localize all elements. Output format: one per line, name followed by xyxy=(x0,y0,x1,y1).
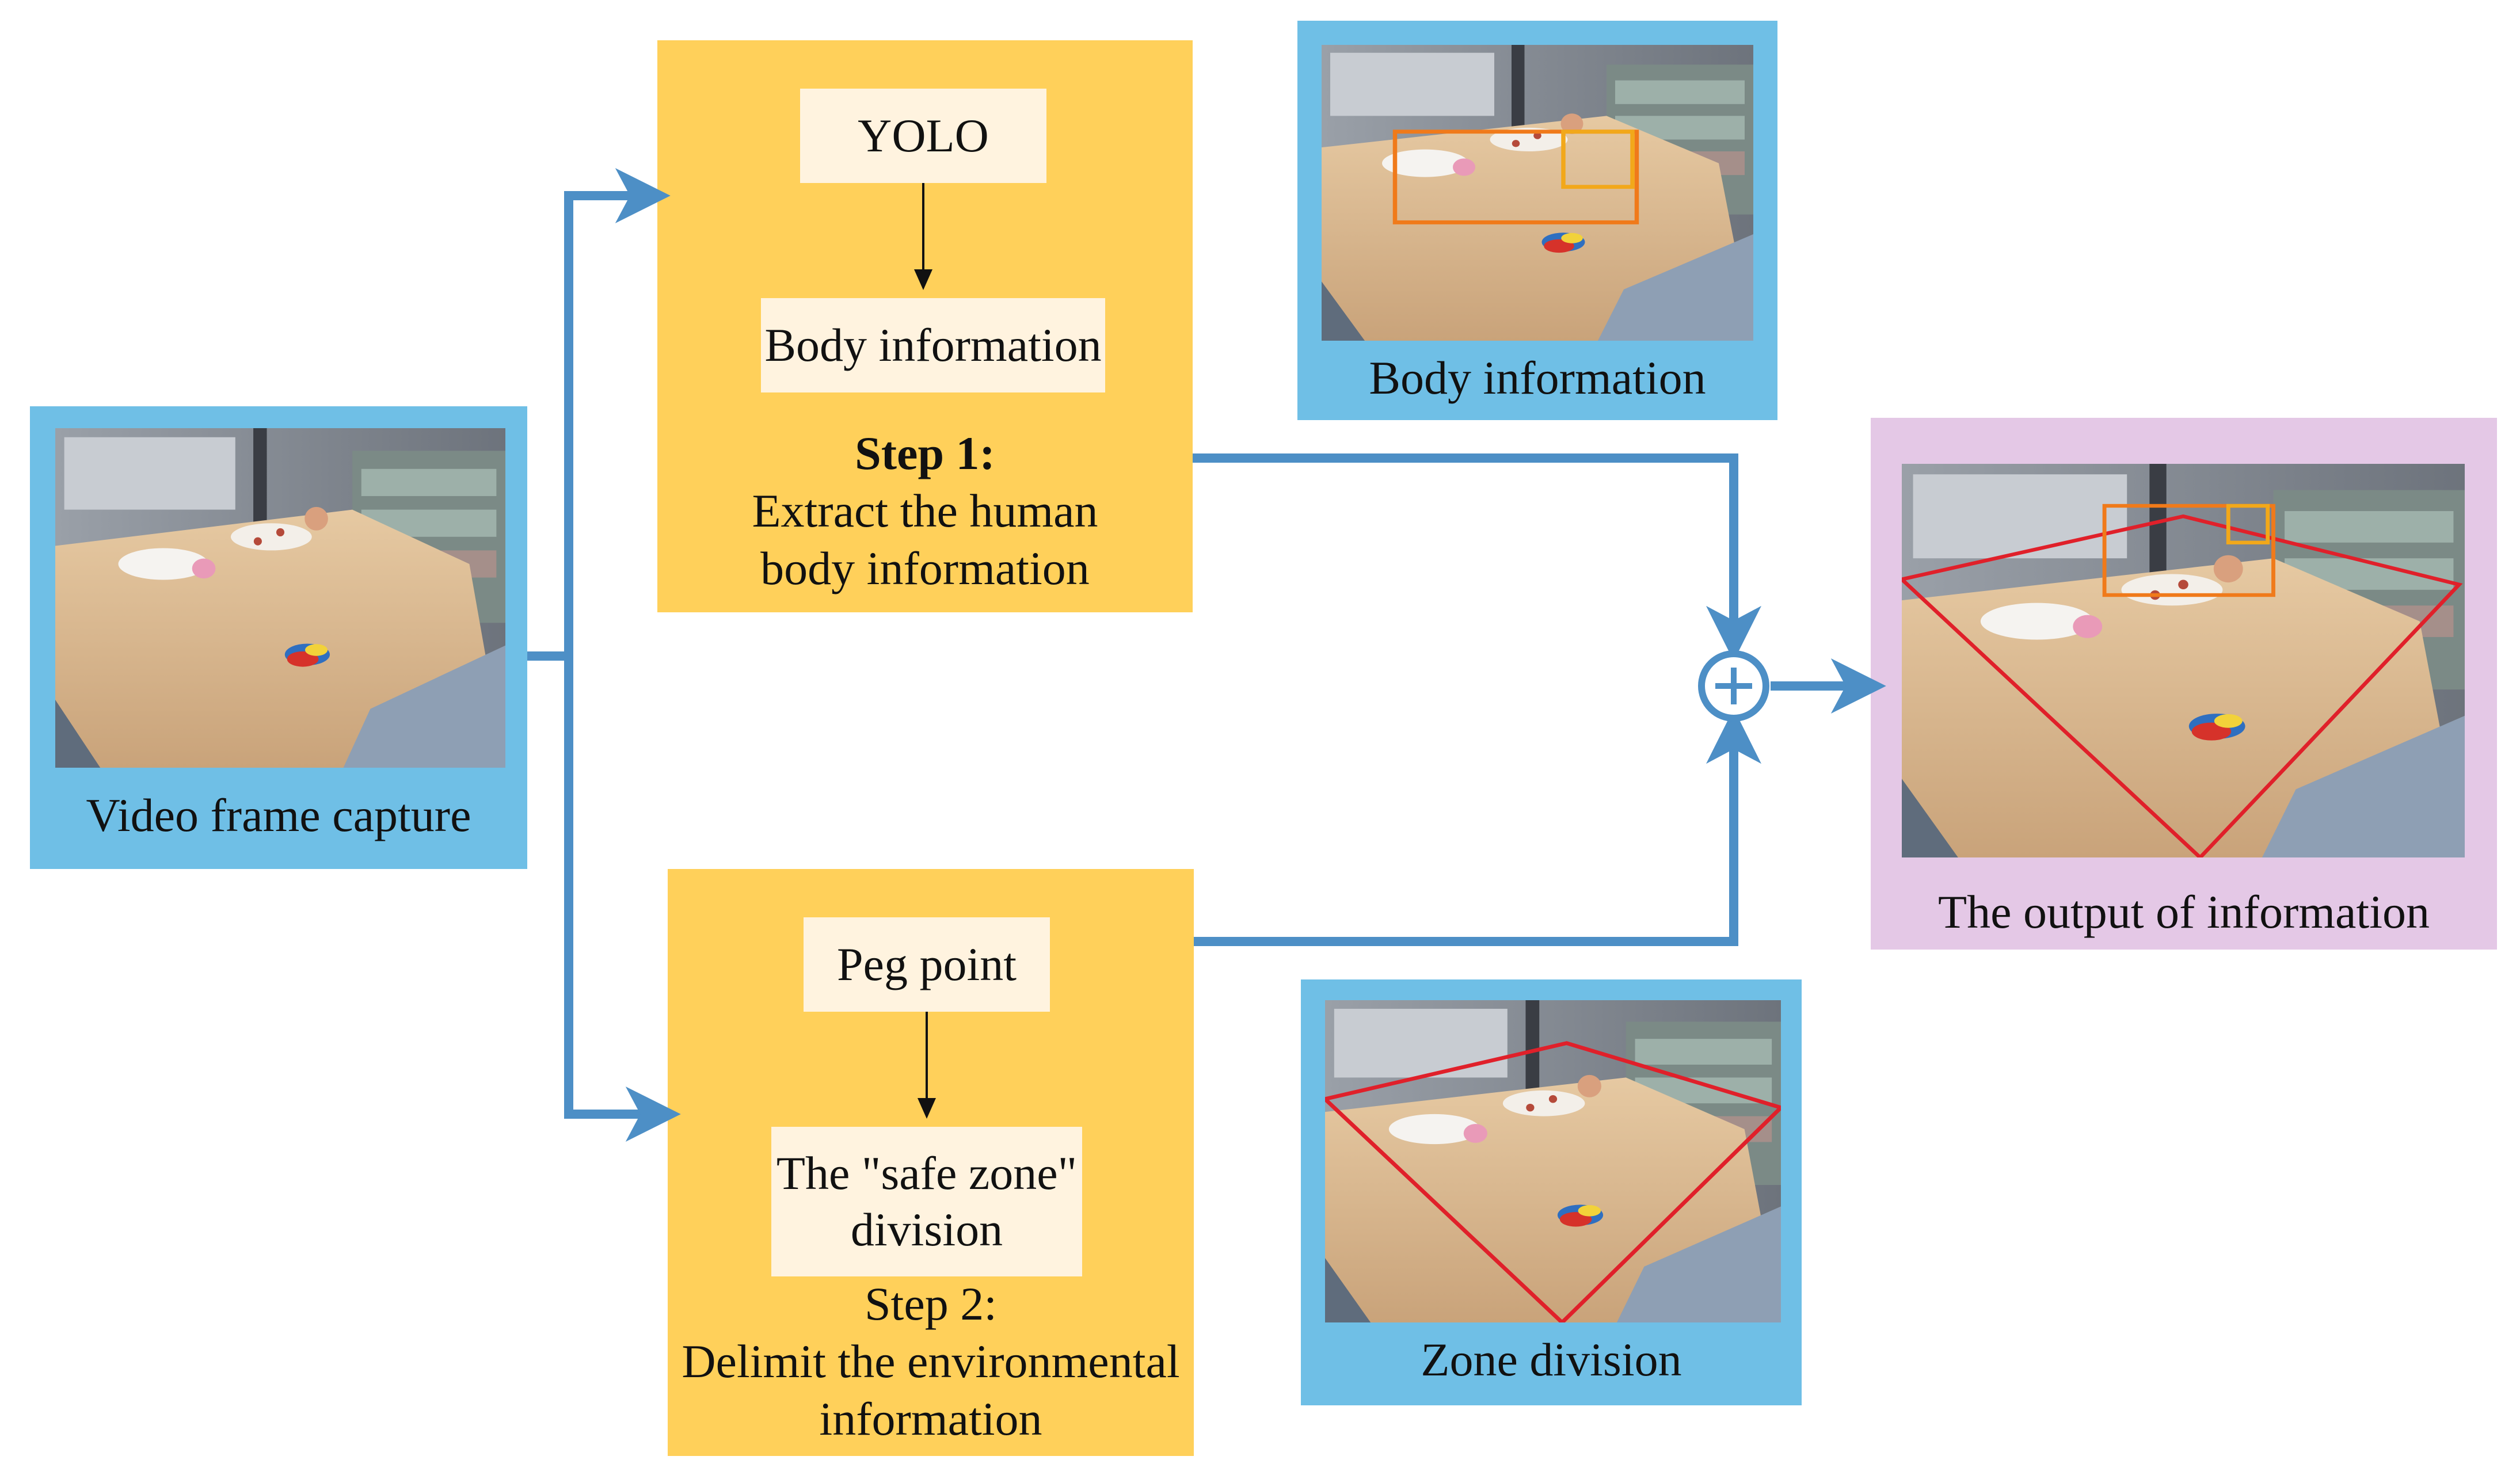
video-frame-panel: Video frame capture xyxy=(30,406,527,869)
step2-line2: information xyxy=(819,1393,1042,1446)
output-scene xyxy=(1902,464,2465,857)
zone-image xyxy=(1325,1000,1781,1322)
body-info-caption: Body information xyxy=(1369,352,1706,404)
yolo-node: YOLO xyxy=(800,89,1046,183)
step1-panel: YOLO Body information Step 1: Extract th… xyxy=(657,40,1193,612)
step2-panel: Peg point The "safe zone" division Step … xyxy=(668,869,1194,1456)
safe-zone-line2: division xyxy=(850,1203,1003,1256)
step1-line2: body information xyxy=(760,542,1090,595)
zone-caption: Zone division xyxy=(1421,1333,1682,1386)
step2-line1: Delimit the environmental xyxy=(682,1335,1180,1388)
plus-icon xyxy=(1715,668,1752,704)
branch-connector xyxy=(527,196,573,1114)
safe-zone-polygon xyxy=(1325,1041,1781,1322)
output-image xyxy=(1902,464,2465,857)
body-info-panel: Body information xyxy=(1297,21,1777,420)
arrow-step2-to-combine xyxy=(1194,708,1761,946)
step2-description: Step 2: Delimit the environmental inform… xyxy=(668,1275,1194,1448)
arrow-step1-to-combine xyxy=(1193,453,1761,661)
output-panel: The output of information xyxy=(1871,418,2497,950)
output-body-box xyxy=(2102,504,2275,597)
safe-zone-line1: The "safe zone" xyxy=(776,1146,1078,1199)
step1-title: Step 1: xyxy=(855,427,995,479)
body-info-image xyxy=(1322,45,1753,341)
peg-point-node: Peg point xyxy=(804,917,1050,1012)
step1-line1: Extract the human xyxy=(752,485,1098,538)
output-head-box xyxy=(2226,504,2270,544)
head-bounding-box xyxy=(1561,129,1635,189)
video-frame-caption: Video frame capture xyxy=(86,789,471,841)
body-bounding-box xyxy=(1392,129,1639,224)
zone-scene xyxy=(1325,1000,1781,1322)
output-caption: The output of information xyxy=(1938,886,2430,938)
body-information-node: Body information xyxy=(761,298,1105,392)
step1-description: Step 1: Extract the human body informati… xyxy=(657,425,1193,597)
step2-title: Step 2: xyxy=(864,1278,998,1330)
zone-panel: Zone division xyxy=(1301,979,1802,1405)
body-info-scene xyxy=(1322,45,1753,341)
safe-zone-division-node: The "safe zone" division xyxy=(771,1127,1082,1276)
output-zone-polygon xyxy=(1902,514,2463,857)
